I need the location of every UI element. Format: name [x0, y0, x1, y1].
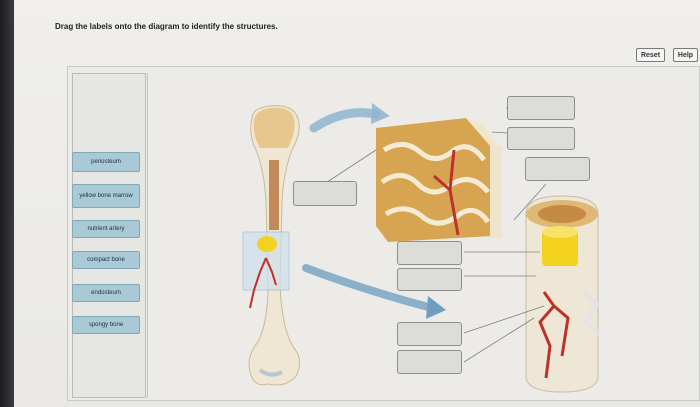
drop-zone-4[interactable]	[293, 181, 357, 206]
drop-zone-7[interactable]	[397, 322, 462, 346]
screen-bezel	[0, 0, 14, 407]
zoom-arrow-top	[314, 113, 376, 128]
drop-zone-5[interactable]	[397, 241, 462, 265]
zoom-arrow-bottom-head	[426, 296, 446, 319]
drop-zone-2[interactable]	[507, 127, 575, 150]
drop-zone-8[interactable]	[397, 350, 462, 374]
bone-diagram	[14, 0, 700, 407]
long-bone-illustration	[243, 106, 300, 385]
drop-zone-1[interactable]	[507, 96, 575, 120]
spongy-bone-illustration	[376, 118, 502, 242]
drop-zone-3[interactable]	[525, 157, 590, 181]
zoom-arrow-top-head	[371, 103, 390, 124]
cross-section-illustration	[526, 196, 600, 392]
drop-zone-6[interactable]	[397, 268, 462, 291]
question-page: Drag the labels onto the diagram to iden…	[14, 0, 700, 407]
